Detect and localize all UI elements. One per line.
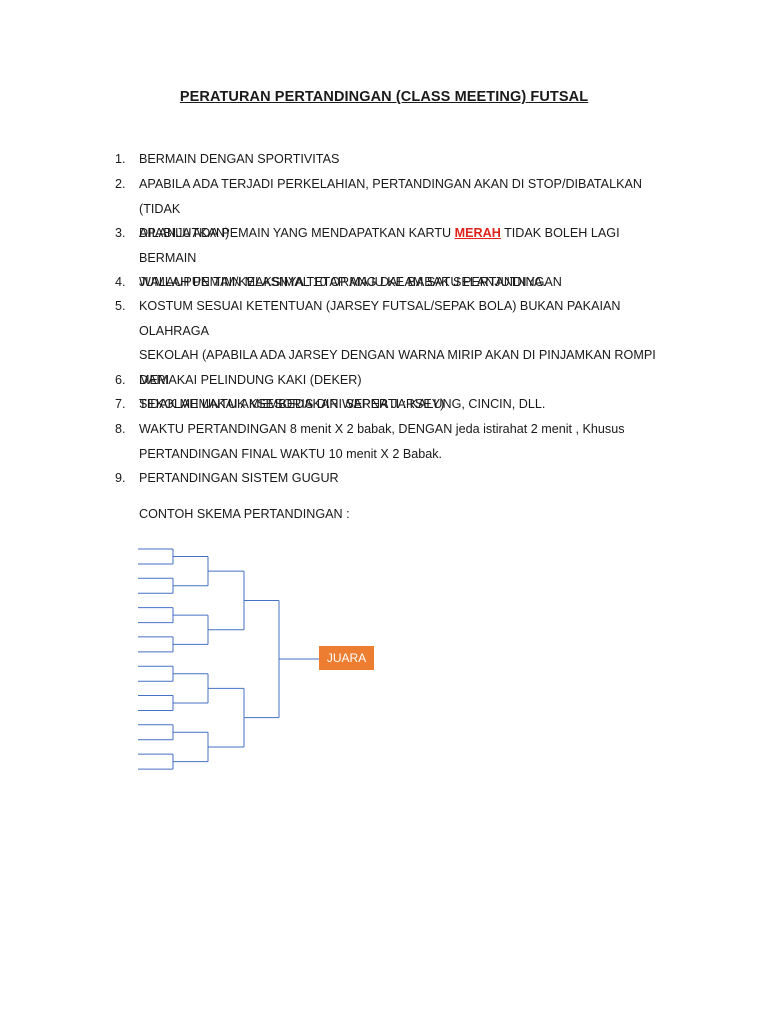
rule-number: 4. — [115, 275, 126, 289]
rule-number: 3. — [115, 226, 126, 240]
rule-text-line: KOSTUM SESUAI KETENTUAN (JARSEY FUTSAL/S… — [139, 299, 621, 338]
red-card-highlight: MERAH — [454, 226, 501, 240]
rule-number: 5. — [115, 299, 126, 313]
rule-number: 7. — [115, 397, 126, 411]
rule-text-line: JUMLAH PEMAIN MAKSIMAL 10 ORANG DALAM SA… — [139, 275, 562, 289]
rule-text-line: PERTANDINGAN SISTEM GUGUR — [139, 471, 339, 485]
champion-box: JUARA — [319, 646, 374, 670]
rule-text-line: SEKOLAH UNTUK MEMBEDAKAN WARNA JARSEY) — [139, 397, 445, 411]
rule-text-line: APABILA ADA TERJADI PERKELAHIAN, PERTAND… — [139, 177, 642, 216]
rule-text-line: SEKOLAH (APABILA ADA JARSEY DENGAN WARNA… — [139, 348, 656, 387]
rule-text-segment: TIDAK BOLEH LAGI BERMAIN — [139, 226, 620, 265]
rule-text-line: WALAUPUN TIM/KELASNYA TETAP MAJU KE BABA… — [139, 275, 546, 289]
document-title: PERATURAN PERTANDINGAN (CLASS MEETING) F… — [179, 89, 589, 105]
rule-number: 9. — [115, 471, 126, 485]
rule-text-line: TIDAK MEMAKAI AKSESORIS DIRI SEPERTI : K… — [139, 397, 546, 411]
rule-text-line: WAKTU PERTANDINGAN 8 menit X 2 babak, DE… — [139, 422, 625, 436]
rule-number: 8. — [115, 422, 126, 436]
rule-text-line: BERMAIN DENGAN SPORTIVITAS — [139, 152, 340, 166]
rule-text-line: DILANJUTKAN) — [139, 226, 230, 240]
rule-number: 6. — [115, 373, 126, 387]
rule-text-line: MEMAKAI PELINDUNG KAKI (DEKER) — [139, 373, 362, 387]
rule-number: 2. — [115, 177, 126, 191]
rule-text-segment: APABILA ADA PEMAIN YANG MENDAPATKAN KART… — [139, 226, 455, 240]
scheme-label: CONTOH SKEMA PERTANDINGAN : — [139, 507, 350, 521]
rule-text-line: APABILA ADA PEMAIN YANG MENDAPATKAN KART… — [139, 221, 675, 270]
rule-number: 1. — [115, 152, 126, 166]
rule-text-line: PERTANDINGAN FINAL WAKTU 10 menit X 2 Ba… — [139, 446, 443, 461]
